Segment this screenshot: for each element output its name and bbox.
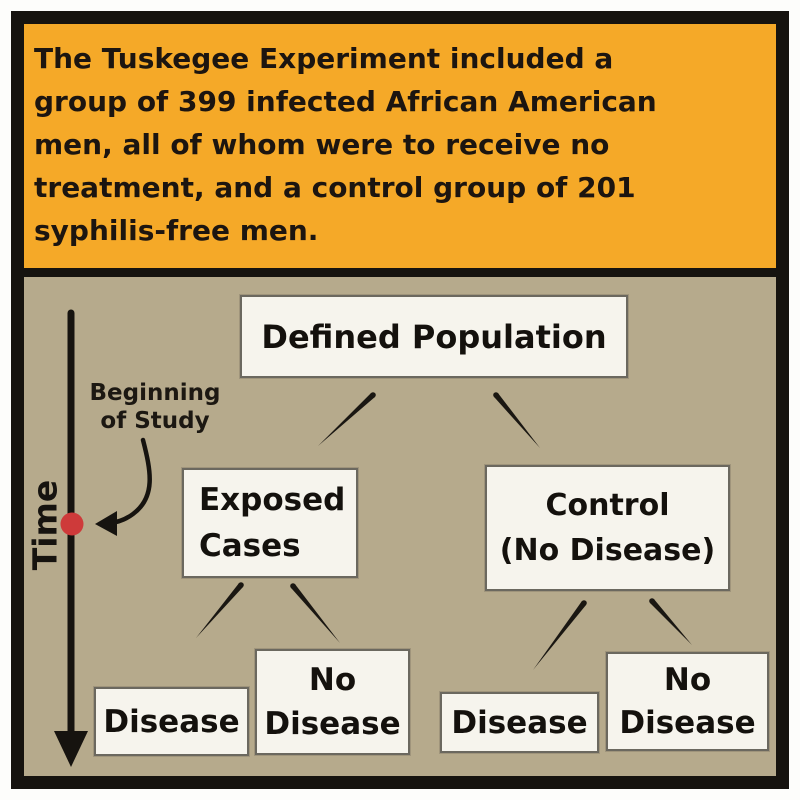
branch-blob [290,583,296,589]
node-label: Disease [451,704,588,741]
node-exposed-disease: Disease [94,687,249,756]
caption-box: The Tuskegee Experiment included a group… [24,24,776,277]
time-axis-arrowhead-icon [54,731,88,767]
branch-exposed-to-no-disease [290,584,340,643]
branch-control-to-no-disease [649,599,692,645]
node-label-line-1: Exposed [199,482,346,518]
node-control: Control (No Disease) [485,465,730,591]
branch-defined-to-control [493,393,540,448]
node-exposed-no-disease: No Disease [255,649,410,755]
node-label-line-1: No [308,662,357,698]
node-label-line-1: No [663,661,712,698]
node-label: Disease [103,703,240,740]
branch-control-to-disease [533,601,587,670]
time-axis-label: Time [25,479,65,571]
study-start-arrowhead-icon [95,511,117,536]
branch-blob [493,392,499,398]
diagram-artwork [54,309,692,767]
node-control-disease: Disease [440,692,599,753]
node-defined-population: Defined Population [240,295,628,378]
node-label-line-2: Disease [619,704,756,741]
cohort-study-diagram: Time Beginning of Study Defined Populati… [24,277,776,776]
node-control-no-disease: No Disease [606,652,769,751]
caption-line-5: syphilis-free men. [34,214,319,247]
study-start-marker [60,512,84,536]
node-label-line-1: Control [545,488,670,523]
node-label-line-2: Cases [199,528,301,564]
caption-line-2: group of 399 infected African American [34,85,657,118]
study-start-arrow [108,437,152,526]
branch-defined-to-exposed [318,393,375,446]
branch-blob [238,582,244,588]
annotation-line-2: of Study [100,408,210,434]
branch-exposed-to-disease [196,583,244,638]
annotation-line-1: Beginning [89,380,221,406]
node-label: Defined Population [261,317,607,356]
node-exposed-cases: Exposed Cases [182,468,358,578]
caption-line-1: The Tuskegee Experiment included a [34,42,614,75]
node-label-line-2: Disease [264,706,401,742]
study-start-annotation: Beginning of Study [80,379,230,435]
branch-blob [581,600,587,606]
caption-line-4: treatment, and a control group of 201 [34,171,636,204]
branch-blob [370,392,376,398]
caption-line-3: men, all of whom were to receive no [34,128,610,161]
node-label-line-2: (No Disease) [499,533,716,568]
branch-blob [649,598,655,604]
panel-frame: The Tuskegee Experiment included a group… [11,11,789,789]
